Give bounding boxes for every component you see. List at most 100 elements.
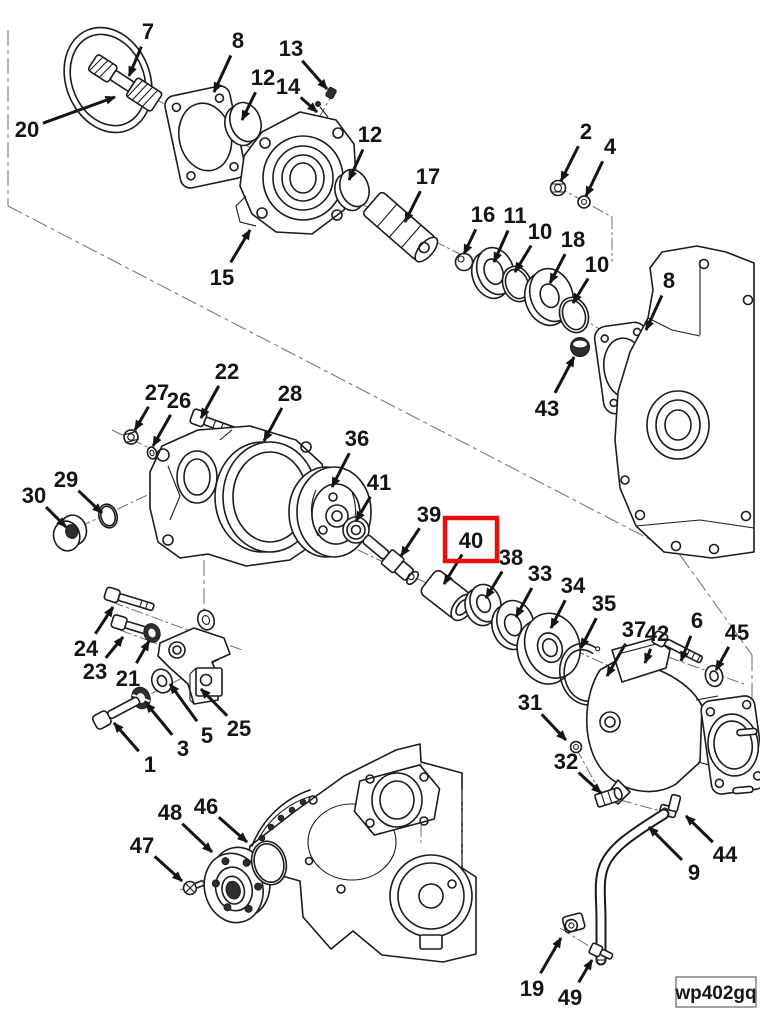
callout-arrow <box>94 606 115 635</box>
callout-label: 36 <box>345 426 369 451</box>
callout-arrow <box>347 148 365 181</box>
part-bolt-24 <box>103 586 155 612</box>
callout-28: 28 <box>262 381 302 442</box>
callout-34: 34 <box>549 573 586 629</box>
callout-5: 5 <box>168 683 213 748</box>
callout-20: 20 <box>15 95 116 142</box>
callout-arrow <box>217 816 248 844</box>
callout-label: 48 <box>158 800 182 825</box>
part-bolt-1 <box>91 696 141 730</box>
callout-9: 9 <box>647 825 700 885</box>
callout-label: 19 <box>520 976 544 1001</box>
callout-arrow <box>577 771 603 795</box>
callout-label: 22 <box>215 359 239 384</box>
callout-label: 45 <box>725 620 749 645</box>
callout-3: 3 <box>144 702 189 761</box>
callout-49: 49 <box>558 959 594 1010</box>
callout-arrow <box>77 489 104 515</box>
callout-arrow <box>540 713 568 742</box>
callout-21: 21 <box>116 640 151 691</box>
callout-label: 12 <box>358 122 382 147</box>
callout-12: 12 <box>347 122 382 181</box>
callout-39: 39 <box>399 502 441 557</box>
callout-arrow <box>42 95 116 125</box>
callout-10: 10 <box>571 252 609 304</box>
callout-arrow <box>199 687 229 717</box>
part-seal-ring-12-lower <box>334 168 370 212</box>
callout-8: 8 <box>644 268 675 331</box>
callout-arrow <box>644 294 664 331</box>
callout-label: 3 <box>177 736 189 761</box>
callout-45: 45 <box>714 620 749 671</box>
callout-arrow <box>127 46 143 77</box>
callout-label: 6 <box>691 608 703 633</box>
callout-35: 35 <box>579 591 616 649</box>
callout-37: 37 <box>605 617 646 677</box>
callout-33: 33 <box>514 561 552 618</box>
callout-arrow <box>679 635 693 662</box>
part-washer-26 <box>146 446 158 460</box>
callout-10: 10 <box>513 219 552 273</box>
callout-29: 29 <box>54 467 104 515</box>
callout-15: 15 <box>210 229 252 290</box>
callout-label: 32 <box>554 749 578 774</box>
part-hose-9 <box>594 808 670 966</box>
callout-label: 11 <box>503 203 526 228</box>
callout-label: 49 <box>558 985 582 1010</box>
callout-label: 46 <box>194 794 218 819</box>
callout-arrow <box>399 527 421 557</box>
callout-label: 12 <box>251 65 275 90</box>
callout-43: 43 <box>535 356 576 421</box>
watermark: wp402gq <box>674 976 757 1008</box>
callout-arrow <box>513 244 533 273</box>
callout-label: 9 <box>688 860 700 885</box>
callout-arrow <box>168 683 199 723</box>
part-ball-16 <box>454 252 474 272</box>
callout-arrow <box>559 145 580 182</box>
callout-12: 12 <box>240 65 275 121</box>
callout-25: 25 <box>199 687 251 741</box>
watermark-box <box>675 976 757 1008</box>
callout-label: 14 <box>276 74 301 99</box>
callout-label: 8 <box>232 28 244 53</box>
callout-label: 1 <box>144 752 156 777</box>
part-bolt-49 <box>588 942 614 960</box>
highlight-box <box>442 515 500 564</box>
part-washer-upper <box>196 609 216 631</box>
callout-label: 17 <box>416 164 440 189</box>
callout-arrow <box>151 414 172 447</box>
part-pin-14 <box>315 101 329 118</box>
callout-arrow <box>484 570 504 599</box>
callout-label: 23 <box>83 659 107 684</box>
callout-27: 27 <box>133 380 169 431</box>
callout-arrow <box>514 587 534 618</box>
callout-label: 40 <box>459 528 483 553</box>
part-gear-housing-right <box>614 245 755 559</box>
callout-arrow <box>144 702 174 736</box>
callout-arrow <box>240 91 257 121</box>
callout-7: 7 <box>127 19 154 77</box>
callout-2: 2 <box>559 119 592 182</box>
callout-arrow <box>549 599 567 629</box>
callout-label: 41 <box>367 470 391 495</box>
callout-label: 2 <box>580 119 592 144</box>
callout-13: 13 <box>279 36 329 90</box>
callout-4: 4 <box>584 134 617 197</box>
callout-label: 37 <box>622 617 646 642</box>
callout-arrow <box>553 356 576 394</box>
callout-22: 22 <box>199 359 239 419</box>
part-nut-2 <box>549 179 567 197</box>
part-nut-27 <box>123 429 139 445</box>
callout-arrow <box>199 385 221 419</box>
watermark-text: wp402gq <box>674 983 756 1004</box>
callout-label: 28 <box>278 381 302 406</box>
callout-arrow <box>577 959 594 984</box>
callout-label: 5 <box>201 723 213 748</box>
callout-label: 10 <box>528 219 552 244</box>
part-drive-shaft-17 <box>362 191 439 263</box>
callout-label: 31 <box>518 690 542 715</box>
callout-31: 31 <box>518 690 568 742</box>
part-o-ring-46 <box>250 840 288 886</box>
callout-arrow <box>330 452 351 488</box>
